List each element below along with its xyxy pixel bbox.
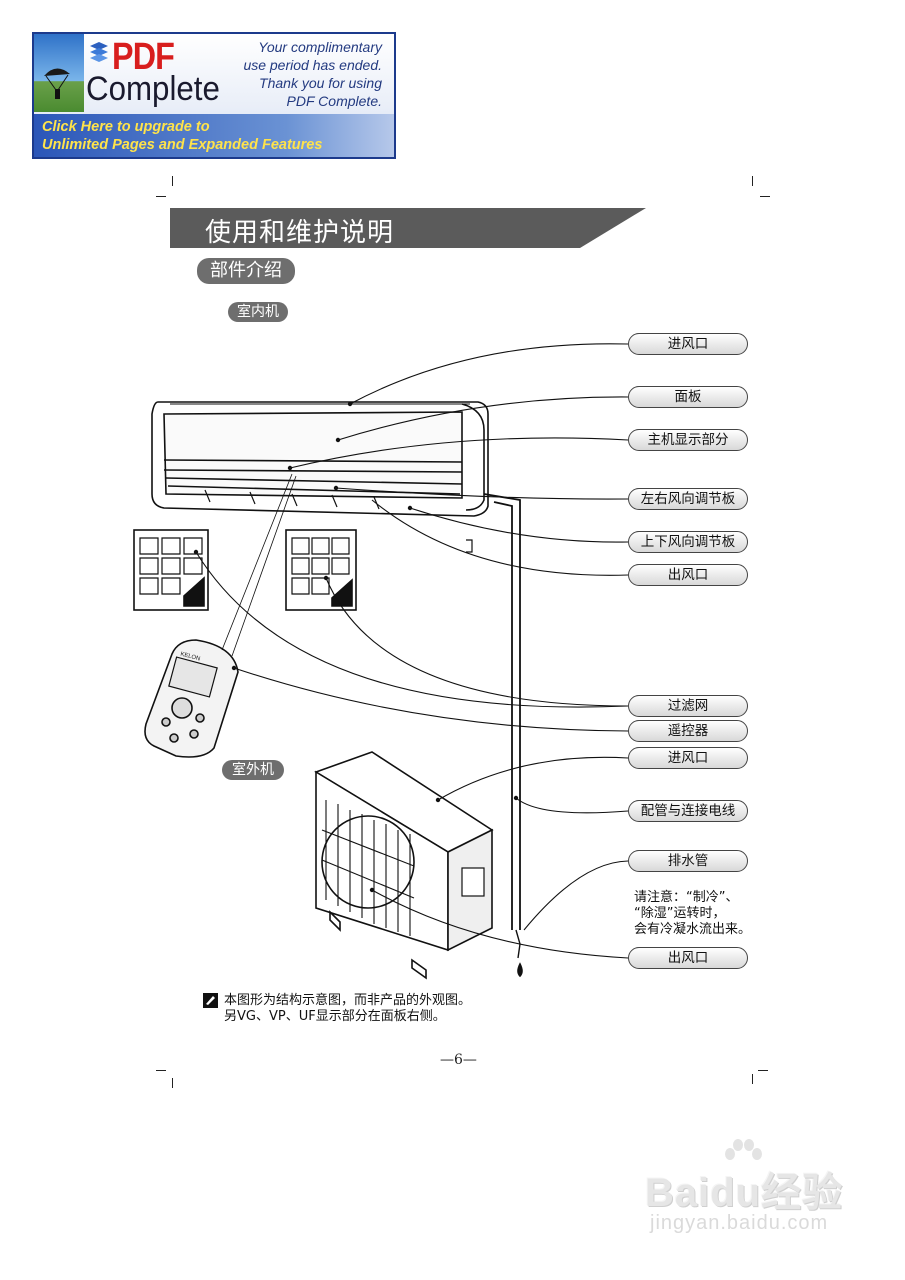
indoor-unit-drawing [151,401,489,517]
footnote: 本图形为结构示意图，而非产品的外观图。 另VG、VP、UF显示部分在面板右侧。 [224,993,472,1024]
crop-mark [172,1078,173,1088]
crop-mark [760,196,770,197]
crop-mark [758,1070,768,1071]
page-number: —6— [440,1052,477,1068]
stack-icon [88,40,110,70]
callout-horizontal-louver: 左右风向调节板 [628,488,748,510]
title-bar [170,208,646,248]
callout-remote: 遥控器 [628,720,748,742]
callout-vertical-louver: 上下风向调节板 [628,531,748,553]
callout-outdoor-air-outlet: 出风口 [628,947,748,969]
page-title: 使用和维护说明 [205,218,395,248]
crop-mark [752,1074,753,1084]
baidu-watermark-url: jingyan.baidu.com [650,1212,829,1234]
callout-drain-hose: 排水管 [628,850,748,872]
outdoor-unit-drawing [314,751,494,980]
callout-outdoor-air-inlet: 进风口 [628,747,748,769]
callout-piping-wiring: 配管与连接电线 [628,800,748,822]
condensate-warning: 请注意：“制冷”、 “除湿”运转时， 会有冷凝水流出来。 [634,890,752,937]
brand-pdf-text: PDF [112,36,175,78]
leader-lines [195,343,629,959]
callout-display: 主机显示部分 [628,429,748,451]
callout-air-inlet: 进风口 [628,333,748,355]
crop-mark [156,196,166,197]
crop-mark [172,176,173,186]
parachute-icon [34,34,84,112]
crop-mark [752,176,753,186]
indoor-unit-label: 室内机 [228,302,288,322]
crop-mark [156,1070,166,1071]
callout-filter: 过滤网 [628,695,748,717]
brand-complete-text: Complete [86,70,220,108]
pdf-complete-upgrade-banner[interactable]: PDF Complete Your complimentary use peri… [32,32,396,159]
pencil-icon [203,993,218,1012]
banner-strip [34,114,394,157]
callout-air-outlet: 出风口 [628,564,748,586]
callout-panel: 面板 [628,386,748,408]
upgrade-link[interactable]: Click Here to upgrade to Unlimited Pages… [42,119,323,153]
section-heading: 部件介绍 [197,258,295,284]
paw-icon [722,1138,764,1174]
baidu-watermark-logo: Baidu经验 [645,1171,844,1215]
outdoor-unit-label: 室外机 [222,760,284,780]
remote-drawing [144,473,297,758]
filter-drawing [133,529,357,611]
banner-message: Your complimentary use period has ended.… [243,39,382,109]
